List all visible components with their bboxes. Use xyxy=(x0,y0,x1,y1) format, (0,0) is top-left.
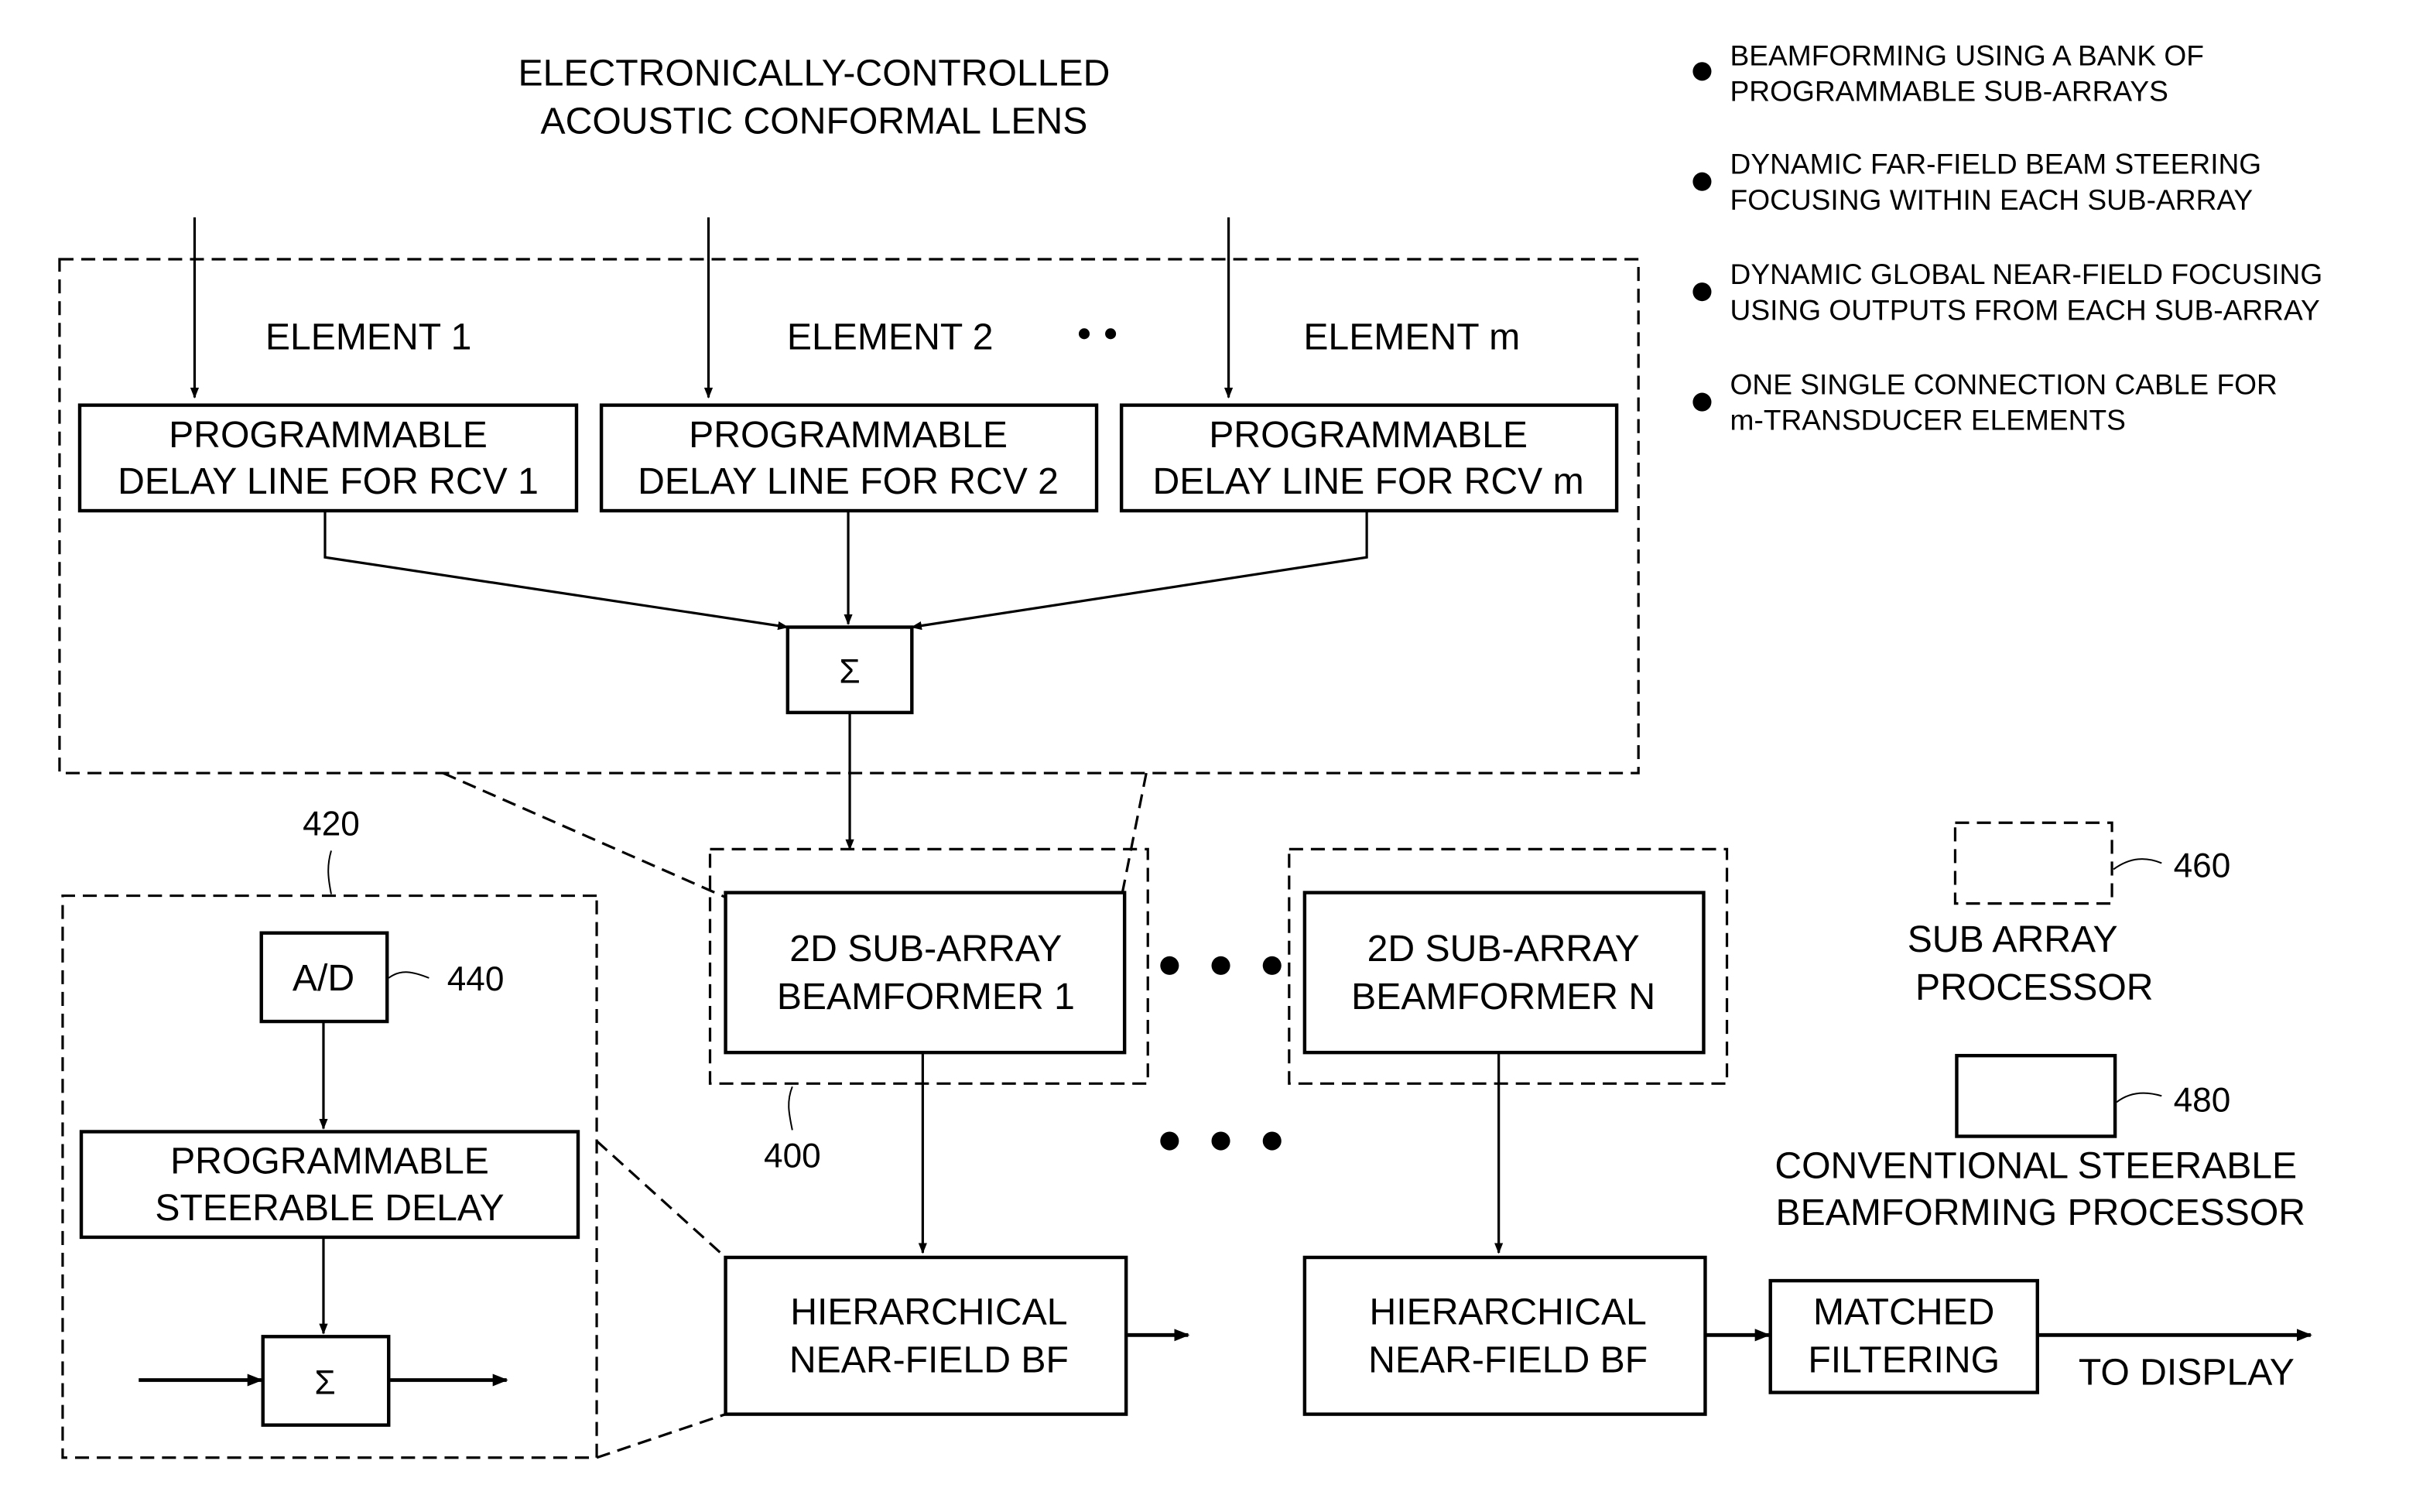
beamformer-1-text-1: 2D SUB-ARRAY xyxy=(789,928,1062,970)
feature-1-line-2: PROGRAMMABLE SUB-ARRAYS xyxy=(1730,74,2168,107)
delay-m-to-sum-arrow xyxy=(912,512,1367,627)
legend-subarray-text-1: SUB ARRAY xyxy=(1908,918,2118,960)
sigma-icon: Σ xyxy=(839,653,860,691)
feature-1-line-1: BEAMFORMING USING A BANK OF xyxy=(1730,39,2204,71)
legend-subarray-text-2: PROCESSOR xyxy=(1915,966,2154,1008)
delay-line-2-text-2: DELAY LINE FOR RCV 2 xyxy=(638,460,1059,502)
steerable-delay-text-1: PROGRAMMABLE xyxy=(170,1141,489,1182)
legend-subarray-processor-icon xyxy=(1955,823,2112,903)
feature-list: BEAMFORMING USING A BANK OF PROGRAMMABLE… xyxy=(1692,39,2322,436)
title-line-1: ELECTRONICALLY-CONTROLLED xyxy=(518,52,1110,94)
summation-box: Σ xyxy=(788,627,912,712)
ref-460-leader xyxy=(2113,859,2161,869)
ellipsis-dots-row-1 xyxy=(1160,956,1281,975)
hier-1-text-1: HIERARCHICAL xyxy=(790,1291,1067,1332)
feature-3-line-2: USING OUTPUTS FROM EACH SUB-ARRAY xyxy=(1730,293,2320,326)
delay-line-2-text-1: PROGRAMMABLE xyxy=(689,414,1008,456)
ref-440-label: 440 xyxy=(447,960,505,998)
detail-connector-top xyxy=(597,1141,726,1257)
legend-conventional-text-1: CONVENTIONAL STEERABLE xyxy=(1774,1145,2297,1187)
delay-line-m-text-1: PROGRAMMABLE xyxy=(1209,414,1528,456)
zoom-connector-right xyxy=(1121,773,1146,897)
delay-line-box-2: PROGRAMMABLE DELAY LINE FOR RCV 2 xyxy=(601,405,1097,511)
ellipsis-dots-row-2 xyxy=(1160,1131,1281,1150)
steerable-delay-box: PROGRAMMABLE STEERABLE DELAY xyxy=(81,1131,578,1237)
feature-4-line-1: ONE SINGLE CONNECTION CABLE FOR xyxy=(1730,368,2278,401)
ref-460-label: 460 xyxy=(2174,847,2231,884)
legend-conventional-processor-icon xyxy=(1956,1055,2115,1136)
hier-n-text-1: HIERARCHICAL xyxy=(1370,1291,1647,1332)
zoom-connector-left xyxy=(443,773,725,897)
bullet-icon xyxy=(1692,282,1711,301)
ref-400-leader xyxy=(789,1086,792,1130)
ad-label: A/D xyxy=(293,957,354,999)
element-1-label: ELEMENT 1 xyxy=(265,316,472,357)
ad-converter-box: A/D xyxy=(262,933,387,1021)
feature-2-line-1: DYNAMIC FAR-FIELD BEAM STEERING xyxy=(1730,148,2262,180)
feature-4-line-2: m-TRANSDUCER ELEMENTS xyxy=(1730,404,2126,436)
delay-line-1-text-1: PROGRAMMABLE xyxy=(169,414,488,456)
figure-title: ELECTRONICALLY-CONTROLLED ACOUSTIC CONFO… xyxy=(518,52,1110,142)
delay-line-box-1: PROGRAMMABLE DELAY LINE FOR RCV 1 xyxy=(80,405,577,511)
bullet-icon xyxy=(1692,62,1711,80)
subarray-beamformer-n: 2D SUB-ARRAY BEAMFORMER N xyxy=(1305,893,1704,1053)
feature-3-line-1: DYNAMIC GLOBAL NEAR-FIELD FOCUSING xyxy=(1730,258,2323,290)
ref-480-leader xyxy=(2117,1093,2161,1103)
element-m-label: ELEMENT m xyxy=(1303,316,1520,357)
beamformer-n-text-2: BEAMFORMER N xyxy=(1351,976,1655,1018)
ellipsis-dots xyxy=(1079,328,1116,339)
delay-line-box-m: PROGRAMMABLE DELAY LINE FOR RCV m xyxy=(1121,405,1617,511)
delay-line-m-text-2: DELAY LINE FOR RCV m xyxy=(1153,460,1584,502)
title-line-2: ACOUSTIC CONFORMAL LENS xyxy=(541,101,1088,142)
feature-2-line-2: FOCUSING WITHIN EACH SUB-ARRAY xyxy=(1730,183,2254,216)
detail-sigma-icon: Σ xyxy=(314,1364,335,1402)
to-display-label: TO DISPLAY xyxy=(2079,1351,2295,1393)
legend-conventional-text-2: BEAMFORMING PROCESSOR xyxy=(1776,1192,2306,1233)
hier-n-text-2: NEAR-FIELD BF xyxy=(1368,1339,1648,1380)
element-2-label: ELEMENT 2 xyxy=(787,316,994,357)
matched-text-1: MATCHED xyxy=(1813,1291,1994,1332)
detail-summation-box: Σ xyxy=(263,1336,388,1425)
bullet-icon xyxy=(1692,173,1711,191)
delay-1-to-sum-arrow xyxy=(325,512,788,627)
ref-420-leader xyxy=(328,850,331,894)
ref-420-label: 420 xyxy=(303,805,360,843)
ref-400-label: 400 xyxy=(764,1137,821,1175)
hier-1-text-2: NEAR-FIELD BF xyxy=(789,1339,1069,1380)
hierarchical-bf-1: HIERARCHICAL NEAR-FIELD BF xyxy=(726,1257,1127,1415)
matched-filtering-box: MATCHED FILTERING xyxy=(1771,1281,2038,1392)
matched-text-2: FILTERING xyxy=(1808,1339,2000,1380)
subarray-beamformer-1: 2D SUB-ARRAY BEAMFORMER 1 xyxy=(726,893,1125,1053)
steerable-delay-text-2: STEERABLE DELAY xyxy=(155,1187,504,1229)
beamformer-n-text-1: 2D SUB-ARRAY xyxy=(1367,928,1640,970)
ref-480-label: 480 xyxy=(2174,1081,2231,1119)
hierarchical-bf-n: HIERARCHICAL NEAR-FIELD BF xyxy=(1305,1257,1706,1415)
delay-line-1-text-2: DELAY LINE FOR RCV 1 xyxy=(118,460,539,502)
ref-440-leader xyxy=(388,972,429,978)
bullet-icon xyxy=(1692,393,1711,412)
detail-connector-bottom xyxy=(597,1415,726,1458)
beamformer-1-text-2: BEAMFORMER 1 xyxy=(777,976,1075,1018)
